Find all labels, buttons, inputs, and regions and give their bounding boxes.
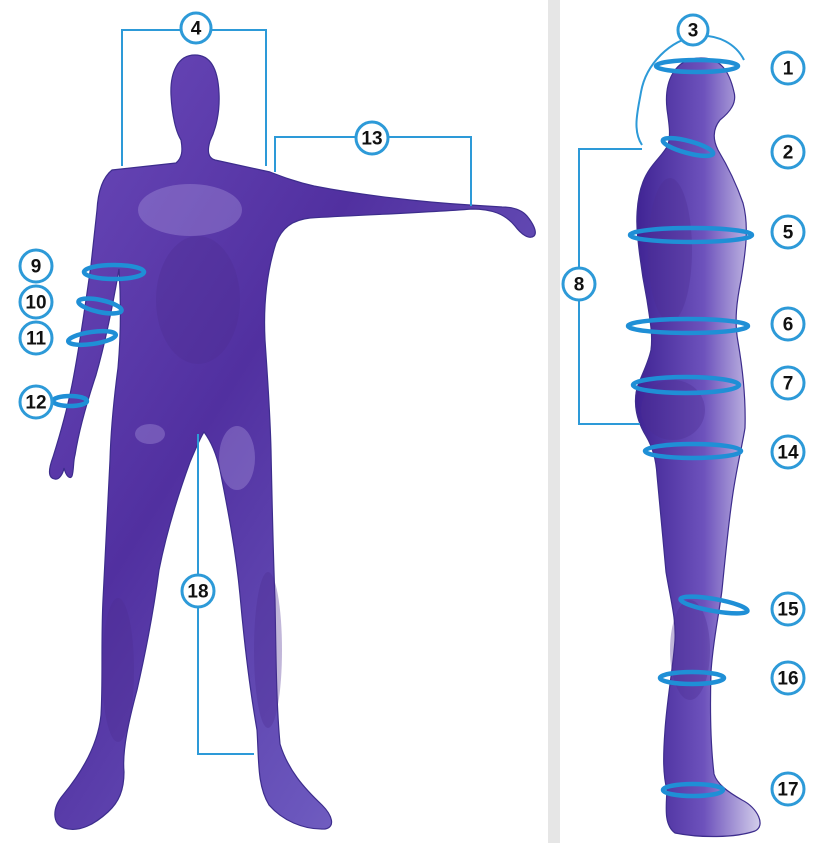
svg-text:13: 13 bbox=[361, 129, 382, 150]
callout-neck: 2 bbox=[772, 136, 804, 168]
callout-forearm: 11 bbox=[20, 322, 52, 354]
callout-head-arc: 3 bbox=[678, 15, 708, 45]
svg-text:4: 4 bbox=[191, 19, 202, 40]
svg-text:15: 15 bbox=[777, 600, 799, 621]
arm-span-bracket bbox=[275, 137, 357, 172]
front-right-shin-shade bbox=[254, 572, 282, 728]
svg-text:6: 6 bbox=[783, 315, 794, 336]
front-body-figure bbox=[50, 55, 536, 829]
front-knee-highlight-left bbox=[135, 424, 165, 444]
svg-text:10: 10 bbox=[25, 293, 46, 314]
callout-knee: 15 bbox=[772, 593, 804, 625]
callout-wrist: 12 bbox=[20, 386, 52, 418]
callout-ankle: 17 bbox=[772, 773, 804, 805]
callout-waist: 6 bbox=[772, 308, 804, 340]
svg-text:2: 2 bbox=[783, 143, 794, 164]
callout-upper-arm: 9 bbox=[20, 250, 52, 282]
callout-head: 1 bbox=[772, 52, 804, 84]
svg-text:8: 8 bbox=[574, 275, 585, 296]
callout-head-span: 4 bbox=[181, 13, 211, 43]
torso-length-bracket-upper bbox=[579, 149, 642, 270]
svg-text:11: 11 bbox=[26, 329, 47, 350]
callout-thigh: 14 bbox=[772, 436, 804, 468]
svg-text:9: 9 bbox=[31, 257, 42, 278]
callout-inseam: 18 bbox=[182, 575, 214, 607]
side-back-shade bbox=[648, 178, 692, 322]
front-abdomen-shade bbox=[156, 236, 240, 364]
front-thigh-highlight-right bbox=[219, 426, 255, 490]
callout-calf: 16 bbox=[772, 662, 804, 694]
svg-text:16: 16 bbox=[777, 669, 798, 690]
torso-length-bracket-lower bbox=[579, 298, 640, 424]
svg-text:12: 12 bbox=[25, 393, 46, 414]
callout-elbow: 10 bbox=[20, 286, 52, 318]
callout-hips: 7 bbox=[772, 367, 804, 399]
front-chest-highlight bbox=[138, 184, 242, 236]
arm-span-bracket-right bbox=[387, 137, 471, 206]
svg-text:5: 5 bbox=[783, 223, 794, 244]
svg-text:17: 17 bbox=[777, 780, 798, 801]
callout-chest: 5 bbox=[772, 216, 804, 248]
callout-torso-length: 8 bbox=[563, 268, 595, 300]
svg-text:14: 14 bbox=[777, 443, 799, 464]
svg-text:7: 7 bbox=[783, 374, 794, 395]
svg-text:18: 18 bbox=[187, 582, 208, 603]
callout-arm-span: 13 bbox=[356, 122, 388, 154]
front-left-shin-shade bbox=[102, 598, 134, 742]
svg-text:1: 1 bbox=[783, 59, 794, 80]
svg-text:3: 3 bbox=[688, 21, 699, 42]
